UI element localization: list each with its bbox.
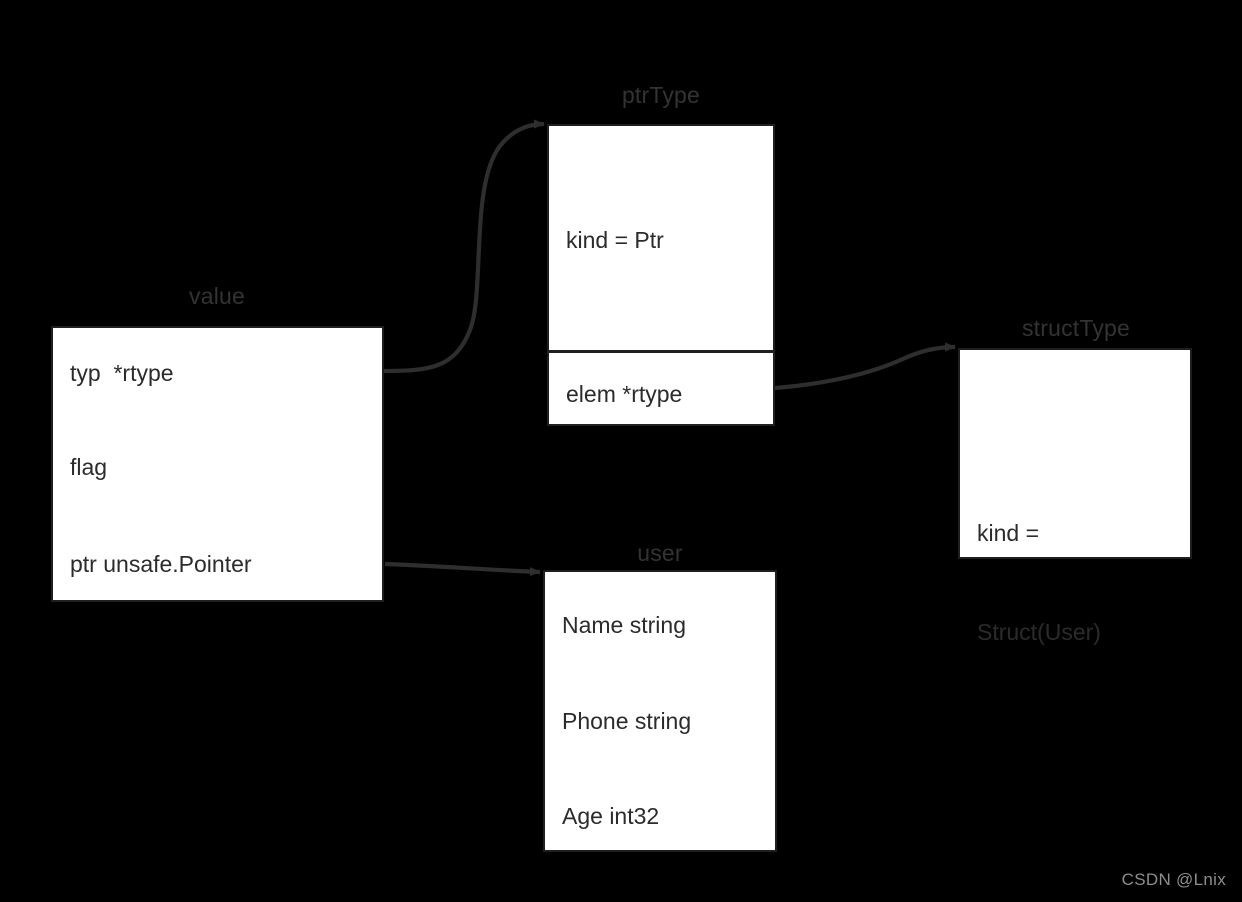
- node-title-structtype: structType: [1021, 315, 1131, 341]
- user-field-age: Age int32: [562, 803, 660, 829]
- node-title-user: user: [637, 540, 683, 566]
- structtype-field-kind-line2: Struct(User): [977, 619, 1101, 645]
- structtype-field-kind-line1: kind =: [977, 520, 1040, 546]
- user-field-name: Name string: [562, 612, 686, 638]
- ptrtype-field-elem: elem *rtype: [566, 381, 683, 407]
- node-title-value: value: [189, 283, 245, 309]
- node-ptrtype[interactable]: kind = Ptr elem *rtype: [547, 124, 775, 426]
- node-structtype[interactable]: kind = Struct(User): [958, 348, 1192, 645]
- node-user[interactable]: Name string Phone string Age int32: [543, 570, 777, 852]
- value-field-flag: flag: [70, 454, 108, 480]
- edge-value-ptr-to-user: [384, 561, 541, 577]
- user-field-phone: Phone string: [562, 708, 692, 734]
- ptrtype-field-kind: kind = Ptr: [566, 227, 664, 253]
- value-field-typ: typ *rtype: [70, 360, 174, 386]
- node-value[interactable]: typ *rtype flag ptr unsafe.Pointer: [51, 326, 384, 602]
- watermark: CSDN @Lnix: [1121, 870, 1226, 889]
- ptrtype-cell-divider: [549, 350, 773, 353]
- node-title-ptrtype: ptrType: [621, 82, 701, 108]
- value-field-ptr: ptr unsafe.Pointer: [70, 551, 252, 577]
- structtype-field-kind: kind = Struct(User): [977, 451, 1101, 715]
- edge-ptrtype-elem-to-structtype: [774, 342, 956, 391]
- edge-value-typ-to-ptrtype: [383, 119, 545, 374]
